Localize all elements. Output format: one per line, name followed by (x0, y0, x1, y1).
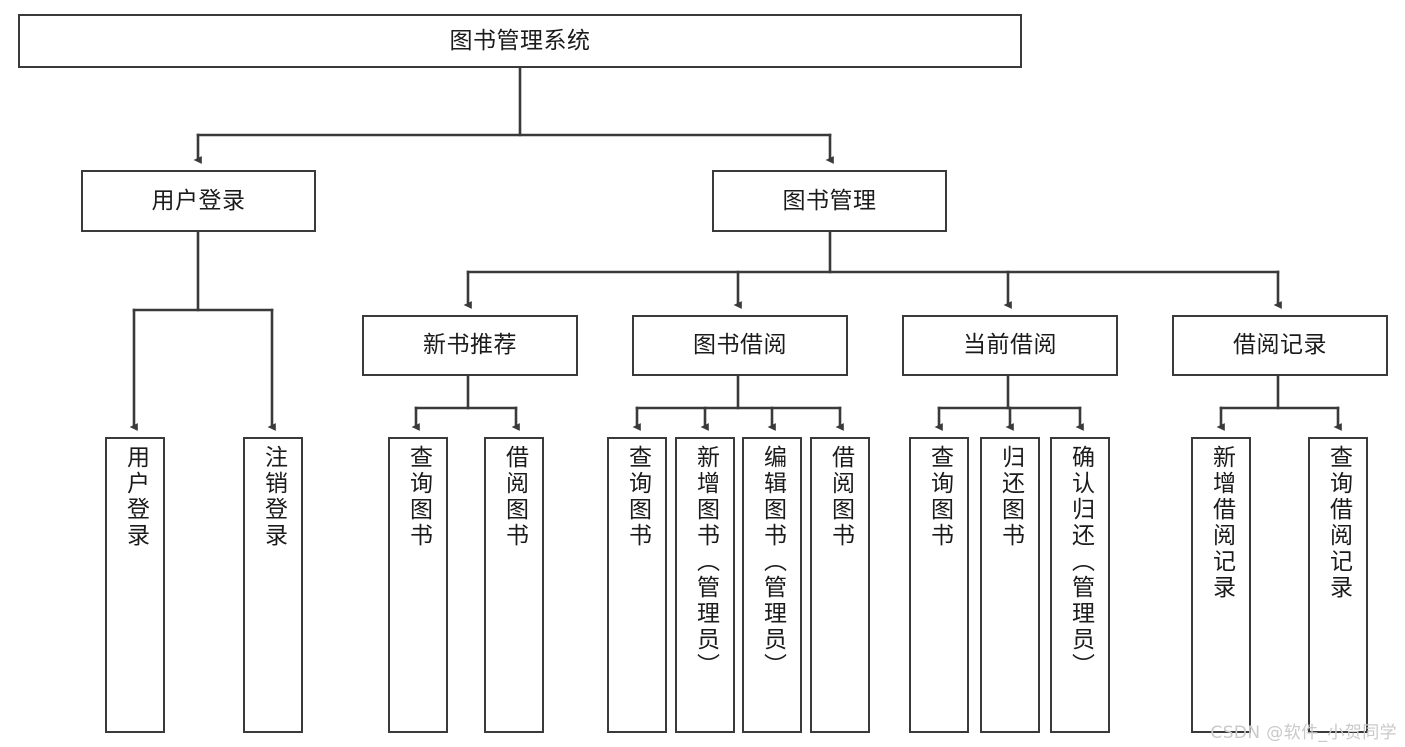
leaf-user-login[interactable]: 用户登录 (105, 437, 165, 733)
node-book-borrow[interactable]: 图书借阅 (632, 315, 848, 376)
leaf-return-book[interactable]: 归还图书 (980, 437, 1040, 733)
leaf-query-record[interactable]: 查询借阅记录 (1308, 437, 1368, 733)
leaf-add-record-label: 新增借阅记录 (1208, 445, 1235, 601)
leaf-query-book-1-label: 查询图书 (405, 445, 432, 549)
leaf-query-book-3[interactable]: 查询图书 (909, 437, 969, 733)
node-root-label: 图书管理系统 (449, 27, 591, 54)
leaf-query-book-2-label: 查询图书 (624, 445, 651, 549)
leaf-confirm-return-label: 确认归还（管理员） (1067, 445, 1094, 679)
node-book-borrow-label: 图书借阅 (693, 332, 787, 359)
node-user-login-label: 用户登录 (151, 187, 246, 214)
node-new-book-recommend-label: 新书推荐 (423, 332, 517, 359)
watermark: CSDN @软件_小贺同学 (1210, 723, 1397, 743)
node-current-borrow-label: 当前借阅 (963, 332, 1057, 359)
leaf-borrow-book-2-label: 借阅图书 (827, 445, 854, 549)
leaf-borrow-book-1-label: 借阅图书 (501, 445, 528, 549)
leaf-edit-book-label: 编辑图书（管理员） (759, 445, 786, 679)
node-current-borrow[interactable]: 当前借阅 (902, 315, 1118, 376)
node-user-login[interactable]: 用户登录 (81, 170, 316, 232)
leaf-logout-label: 注销登录 (260, 445, 287, 549)
node-borrow-record-label: 借阅记录 (1233, 332, 1327, 359)
node-book-manage[interactable]: 图书管理 (712, 170, 947, 232)
leaf-query-record-label: 查询借阅记录 (1325, 445, 1352, 601)
leaf-query-book-1[interactable]: 查询图书 (388, 437, 448, 733)
node-new-book-recommend[interactable]: 新书推荐 (362, 315, 578, 376)
leaf-return-book-label: 归还图书 (997, 445, 1024, 549)
leaf-confirm-return[interactable]: 确认归还（管理员） (1050, 437, 1110, 733)
leaf-query-book-2[interactable]: 查询图书 (607, 437, 667, 733)
node-borrow-record[interactable]: 借阅记录 (1172, 315, 1388, 376)
leaf-add-book-label: 新增图书（管理员） (692, 445, 719, 679)
leaf-query-book-3-label: 查询图书 (926, 445, 953, 549)
leaf-edit-book[interactable]: 编辑图书（管理员） (742, 437, 802, 733)
leaf-borrow-book-1[interactable]: 借阅图书 (484, 437, 544, 733)
leaf-user-login-label: 用户登录 (122, 445, 149, 549)
node-root[interactable]: 图书管理系统 (18, 14, 1022, 68)
node-book-manage-label: 图书管理 (782, 187, 877, 214)
leaf-borrow-book-2[interactable]: 借阅图书 (810, 437, 870, 733)
leaf-logout[interactable]: 注销登录 (243, 437, 303, 733)
leaf-add-record[interactable]: 新增借阅记录 (1191, 437, 1251, 733)
leaf-add-book[interactable]: 新增图书（管理员） (675, 437, 735, 733)
